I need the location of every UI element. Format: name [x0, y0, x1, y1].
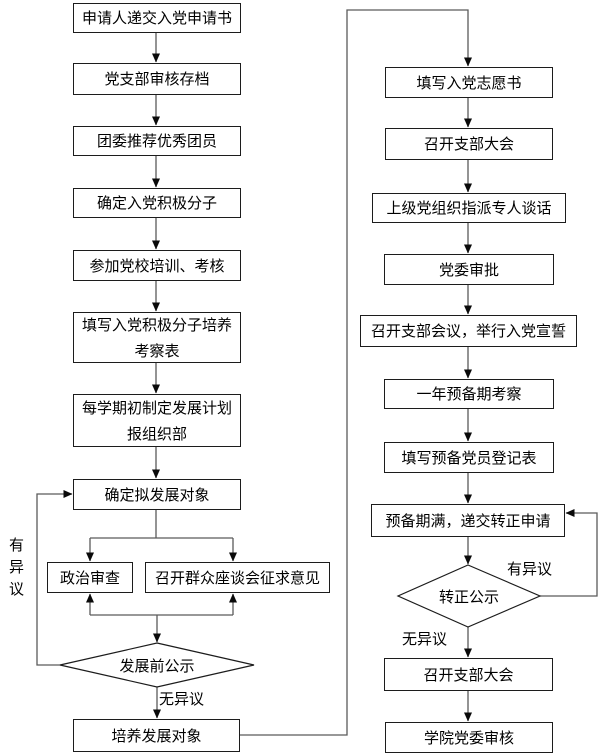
flow-node-confirm-candidate: 确定拟发展对象 — [73, 479, 241, 510]
flow-node-probation-register: 填写预备党员登记表 — [384, 442, 554, 473]
flow-node-fill-activist-form: 填写入党积极分子培养 考察表 — [73, 312, 241, 363]
flow-node-oath-meeting: 召开支部会议，举行入党宣誓 — [360, 315, 577, 347]
flow-node-committee-approval: 党委审批 — [384, 254, 554, 285]
flow-node-branch-meeting-1: 召开支部大会 — [385, 128, 553, 160]
flow-node-superior-talk: 上级党组织指派专人谈话 — [372, 193, 566, 223]
flow-node-transfer-application: 预备期满，递交转正申请 — [371, 504, 565, 537]
flow-node-label-pre-development-publicity: 发展前公示 — [119, 656, 195, 675]
flow-node-fill-volunteer-form: 填写入党志愿书 — [385, 67, 553, 98]
flow-node-political-review: 政治审查 — [47, 562, 133, 593]
flow-node-probation-review: 一年预备期考察 — [384, 379, 554, 409]
flow-node-branch-meeting-2: 召开支部大会 — [384, 658, 553, 691]
flow-node-party-school-training: 参加党校培训、考核 — [73, 250, 241, 281]
edge-label-no-objection-right: 无异议 — [402, 630, 448, 648]
edge-label-objection-right: 有异议 — [507, 560, 553, 578]
flow-node-college-committee-review: 学院党委审核 — [385, 722, 553, 753]
flow-node-confirm-activist: 确定入党积极分子 — [73, 188, 241, 218]
flow-node-league-recommend: 团委推荐优秀团员 — [73, 126, 241, 156]
flow-node-symposium-opinions: 召开群众座谈会征求意见 — [145, 562, 330, 593]
flow-node-submit-application: 申请人递交入党申请书 — [73, 3, 241, 33]
edge-label-no-objection-left: 无异议 — [159, 690, 205, 708]
flow-node-semester-plan: 每学期初制定发展计划 报组织部 — [73, 394, 241, 447]
flow-node-cultivate-candidate: 培养发展对象 — [73, 719, 240, 752]
flow-node-branch-review-archive: 党支部审核存档 — [73, 63, 241, 95]
edge-label-objection-left: 有异议 — [9, 536, 25, 598]
